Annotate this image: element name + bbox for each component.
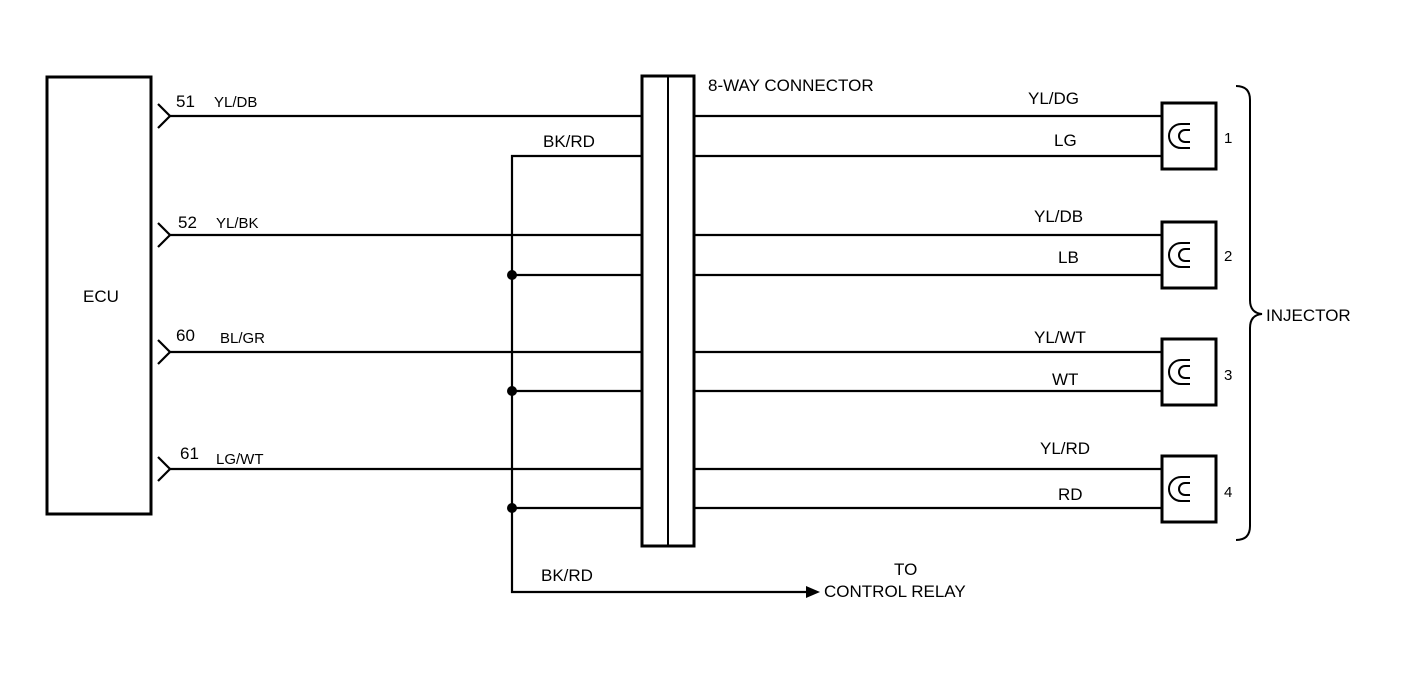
injector-2: 2 bbox=[1160, 220, 1232, 290]
common-wire-label-bottom: BK/RD bbox=[541, 566, 593, 585]
injector-4: 4 bbox=[1160, 454, 1232, 524]
injector-2-signal-wire: YL/DB bbox=[1034, 207, 1083, 226]
injector-1-signal-wire: YL/DG bbox=[1028, 89, 1079, 108]
ecu-pin-number: 61 bbox=[180, 444, 199, 463]
ecu-wire-color: BL/GR bbox=[220, 330, 265, 347]
ecu-wire-60: 60 BL/GR bbox=[157, 326, 642, 365]
injector-4-power-wire: RD bbox=[1058, 485, 1083, 504]
injector-number: 3 bbox=[1224, 367, 1232, 384]
splice-dot bbox=[507, 503, 517, 513]
ecu-wire-51: 51 YL/DB bbox=[157, 92, 642, 129]
injector-wires bbox=[694, 114, 1162, 510]
ecu-wire-52: 52 YL/BK bbox=[157, 213, 642, 248]
injector-3-signal-wire: YL/WT bbox=[1034, 328, 1086, 347]
ecu-box bbox=[45, 75, 153, 516]
injector-4-signal-wire: YL/RD bbox=[1040, 439, 1090, 458]
ecu-wire-color: YL/DB bbox=[214, 94, 257, 111]
injector-1-power-wire: LG bbox=[1054, 131, 1077, 150]
injector-number: 2 bbox=[1224, 248, 1232, 265]
connector-label: 8-WAY CONNECTOR bbox=[708, 76, 874, 95]
splice-dot bbox=[507, 270, 517, 280]
common-power-bus: BK/RD BK/RD bbox=[507, 132, 820, 598]
ecu-pin-number: 51 bbox=[176, 92, 195, 111]
ecu-wire-color: LG/WT bbox=[216, 451, 264, 468]
relay-label-line2: CONTROL RELAY bbox=[824, 582, 966, 601]
arrow-icon bbox=[806, 586, 820, 598]
ecu-wire-color: YL/BK bbox=[216, 215, 259, 232]
relay-label-line1: TO bbox=[894, 560, 917, 579]
injector-3-power-wire: WT bbox=[1052, 370, 1078, 389]
injector-number: 4 bbox=[1224, 484, 1232, 501]
ecu-pin-number: 52 bbox=[178, 213, 197, 232]
splice-dot bbox=[507, 386, 517, 396]
injector-group-label: INJECTOR bbox=[1266, 306, 1351, 325]
ecu-label: ECU bbox=[83, 287, 119, 306]
injector-1: 1 bbox=[1160, 101, 1232, 171]
common-wire-label-top: BK/RD bbox=[543, 132, 595, 151]
injector-3: 3 bbox=[1160, 337, 1232, 407]
ecu-wire-61: 61 LG/WT bbox=[157, 444, 642, 482]
ecu-pin-number: 60 bbox=[176, 326, 195, 345]
injector-number: 1 bbox=[1224, 130, 1232, 147]
injector-2-power-wire: LB bbox=[1058, 248, 1079, 267]
injector-brace bbox=[1235, 85, 1263, 541]
eight-way-connector bbox=[640, 74, 696, 548]
